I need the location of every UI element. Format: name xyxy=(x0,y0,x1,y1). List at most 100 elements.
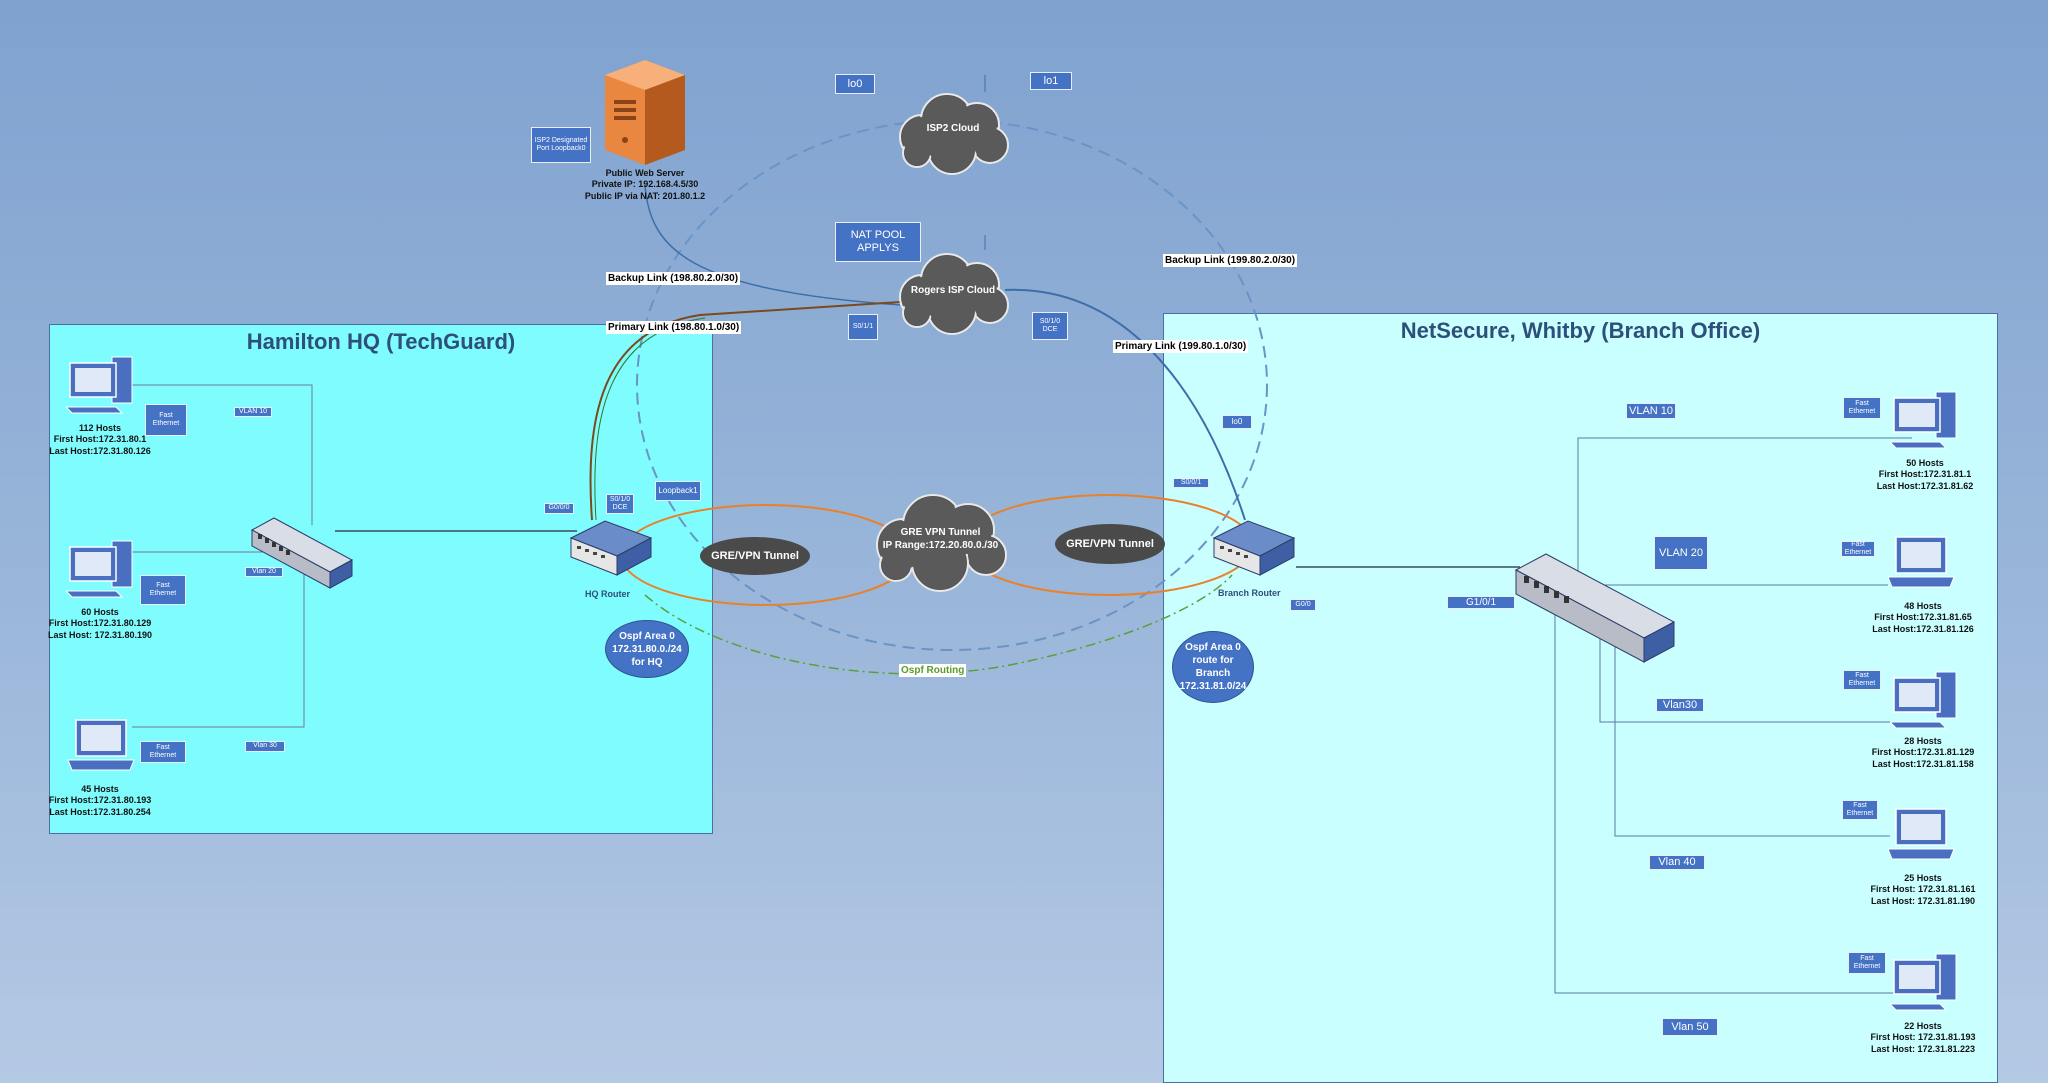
backup-link-hq-label: Backup Link (198.80.2.0/30) xyxy=(606,272,741,285)
gre-tunnel-right-label: GRE/VPN Tunnel xyxy=(1055,524,1165,564)
gre-vpn-title: GRE VPN Tunnel xyxy=(900,527,981,538)
branch-vlan50-tag: Vlan 50 xyxy=(1662,1018,1718,1036)
hq-fe-tag-1: Fast Ethernet xyxy=(145,404,187,436)
hq-switch-icon xyxy=(250,517,354,589)
server-private-ip: Private IP: 192.168.4.5/30 xyxy=(591,179,699,190)
lo1-tag: lo1 xyxy=(1030,72,1072,90)
ospf-branch-bubble: Ospf Area 0 route for Branch 172.31.81.0… xyxy=(1172,631,1254,703)
hq-router-icon xyxy=(569,520,653,576)
hq-fe-tag-2: Fast Ethernet xyxy=(140,575,186,605)
branch-host-first-2: First Host:172.31.81.65 xyxy=(1874,612,1972,623)
branch-vlan40-line xyxy=(1614,630,1890,837)
branch-vlan40-tag: Vlan 40 xyxy=(1649,855,1705,870)
hq-host-group-3: 45 Hosts First Host:172.31.80.193 Last H… xyxy=(35,784,165,818)
branch-laptop-icon-4 xyxy=(1887,808,1955,860)
hq-laptop-icon-3 xyxy=(67,719,135,771)
hq-zone-title: Hamilton HQ (TechGuard) xyxy=(246,329,516,354)
branch-vlan10-tag: VLAN 10 xyxy=(1626,403,1676,419)
hq-host-last-1: Last Host:172.31.80.126 xyxy=(49,445,151,456)
branch-fe-tag-1: Fast Ethernet xyxy=(1843,397,1881,419)
branch-host-last-5: Last Host: 172.31.81.223 xyxy=(1870,1043,1976,1054)
ospf-routing-label: Ospf Routing xyxy=(899,664,967,677)
branch-host-group-3: 28 Hosts First Host:172.31.81.129 Last H… xyxy=(1858,736,1988,770)
branch-host-first-3: First Host:172.31.81.129 xyxy=(1871,747,1975,758)
branch-laptop-icon-2 xyxy=(1887,536,1955,588)
hq-router-label: HQ Router xyxy=(585,589,630,599)
ospf-branch-line-4: 172.31.81.0/24 xyxy=(1179,681,1247,692)
nat-pool-tag: NAT POOL APPLYS xyxy=(835,222,921,262)
hq-vlan10-line xyxy=(132,384,313,525)
gre-vpn-cloud-label: GRE VPN Tunnel IP Range:172.20.80.0./30 xyxy=(868,526,1013,552)
branch-vlan30-line xyxy=(1599,620,1900,723)
hq-vlan10-tag: VLAN 10 xyxy=(234,407,272,417)
branch-host-first-5: First Host: 172.31.81.193 xyxy=(1870,1032,1976,1043)
server-name: Public Web Server xyxy=(605,168,685,178)
ospf-hq-line-1: Ospf Area 0 xyxy=(619,630,675,642)
branch-fe-tag-4: Fast Ethernet xyxy=(1842,800,1878,820)
lo0-branch-tag: lo0 xyxy=(1222,415,1252,429)
ospf-branch-line-2: route for xyxy=(1192,655,1234,666)
branch-pc-icon-1 xyxy=(1890,391,1957,449)
branch-host-last-4: Last Host: 172.31.81.190 xyxy=(1870,895,1976,906)
primary-link-hq-line xyxy=(589,301,901,521)
g0-0-0-tag: G0/0/0 xyxy=(544,503,574,514)
branch-host-first-1: First Host:172.31.81.1 xyxy=(1878,469,1972,480)
branch-fe-tag-2: Fast Ethernet xyxy=(1841,541,1875,557)
branch-vlan30-tag: Vlan30 xyxy=(1656,698,1704,712)
hq-host-first-1: First Host:172.31.80.1 xyxy=(53,434,147,445)
hq-host-count-1: 112 Hosts xyxy=(78,423,122,433)
s0-1-0-dce-tag-hq: S0/1/0 DCE xyxy=(606,494,634,514)
branch-host-last-2: Last Host:172.31.81.126 xyxy=(1872,623,1974,634)
server-public-ip: Public IP via NAT: 201.80.1.2 xyxy=(584,190,706,201)
branch-host-count-1: 50 Hosts xyxy=(1906,458,1944,468)
ospf-branch-line-3: Branch xyxy=(1195,668,1231,679)
g0-0-tag: G0/0 xyxy=(1290,599,1316,611)
primary-link-branch-label: Primary Link (199.80.1.0/30) xyxy=(1113,340,1249,353)
branch-vlan50-line xyxy=(1554,615,1895,994)
branch-host-first-4: First Host: 172.31.81.161 xyxy=(1870,884,1976,895)
branch-vlan20-tag: VLAN 20 xyxy=(1654,536,1708,570)
hq-vlan20-tag: Vlan 20 xyxy=(245,567,283,577)
ospf-branch-line-1: Ospf Area 0 xyxy=(1185,642,1241,653)
branch-host-count-2: 48 Hosts xyxy=(1904,601,1942,611)
s0-1-1-tag: S0/1/1 xyxy=(848,314,878,340)
hq-host-first-2: First Host:172.31.80.129 xyxy=(48,618,152,629)
hq-host-last-3: Last Host:172.31.80.254 xyxy=(49,806,151,817)
hq-host-last-2: Last Host: 172.31.80.190 xyxy=(47,629,153,640)
isp2-port-tag: ISP2 Designated Port Loopback0 xyxy=(531,127,591,163)
rogers-cloud-icon xyxy=(899,253,1009,335)
branch-fe-tag-3: Fast Ethernet xyxy=(1843,670,1881,690)
rogers-cloud-label: Rogers ISP Cloud xyxy=(910,285,996,296)
hq-fe-tag-3: Fast Ethernet xyxy=(140,741,186,763)
branch-host-count-4: 25 Hosts xyxy=(1904,873,1942,883)
hq-host-first-3: First Host:172.31.80.193 xyxy=(48,795,152,806)
primary-link-hq-label: Primary Link (198.80.1.0/30) xyxy=(606,321,742,334)
ospf-routing-line xyxy=(644,574,1233,675)
branch-host-last-1: Last Host:172.31.81.62 xyxy=(1876,480,1974,491)
ospf-hq-bubble: Ospf Area 0 172.31.80.0./24 for HQ xyxy=(605,620,689,678)
hq-host-count-3: 45 Hosts xyxy=(81,784,119,794)
branch-zone-title: NetSecure, Whitby (Branch Office) xyxy=(1400,318,1761,343)
branch-pc-icon-3 xyxy=(1890,671,1957,729)
hq-vlan30-tag: Vlan 30 xyxy=(245,741,285,752)
hq-host-group-1: 112 Hosts First Host:172.31.80.1 Last Ho… xyxy=(35,423,165,457)
s0-1-0-dce-tag-rogers: S0/1/0 DCE xyxy=(1032,312,1068,340)
g1-0-1-tag: G1/0/1 xyxy=(1447,596,1515,609)
branch-host-count-3: 28 Hosts xyxy=(1904,736,1942,746)
hq-pc-icon-2 xyxy=(66,540,133,598)
ospf-hq-line-2: 172.31.80.0./24 xyxy=(612,643,682,655)
branch-host-group-4: 25 Hosts First Host: 172.31.81.161 Last … xyxy=(1858,873,1988,907)
branch-host-group-5: 22 Hosts First Host: 172.31.81.193 Last … xyxy=(1858,1021,1988,1055)
branch-host-group-2: 48 Hosts First Host:172.31.81.65 Last Ho… xyxy=(1858,601,1988,635)
lo0-tag: lo0 xyxy=(835,74,875,94)
branch-switch-icon xyxy=(1514,553,1676,663)
backup-link-branch-label: Backup Link (199.80.2.0/30) xyxy=(1163,254,1298,267)
hq-vlan30-line xyxy=(132,560,305,728)
branch-host-count-5: 22 Hosts xyxy=(1904,1021,1942,1031)
gre-vpn-range: IP Range:172.20.80.0./30 xyxy=(882,540,999,551)
isp2-cloud-icon xyxy=(899,93,1009,175)
branch-vlan10-line xyxy=(1577,437,1912,588)
web-server-icon xyxy=(605,60,685,165)
branch-router-icon xyxy=(1212,520,1296,576)
